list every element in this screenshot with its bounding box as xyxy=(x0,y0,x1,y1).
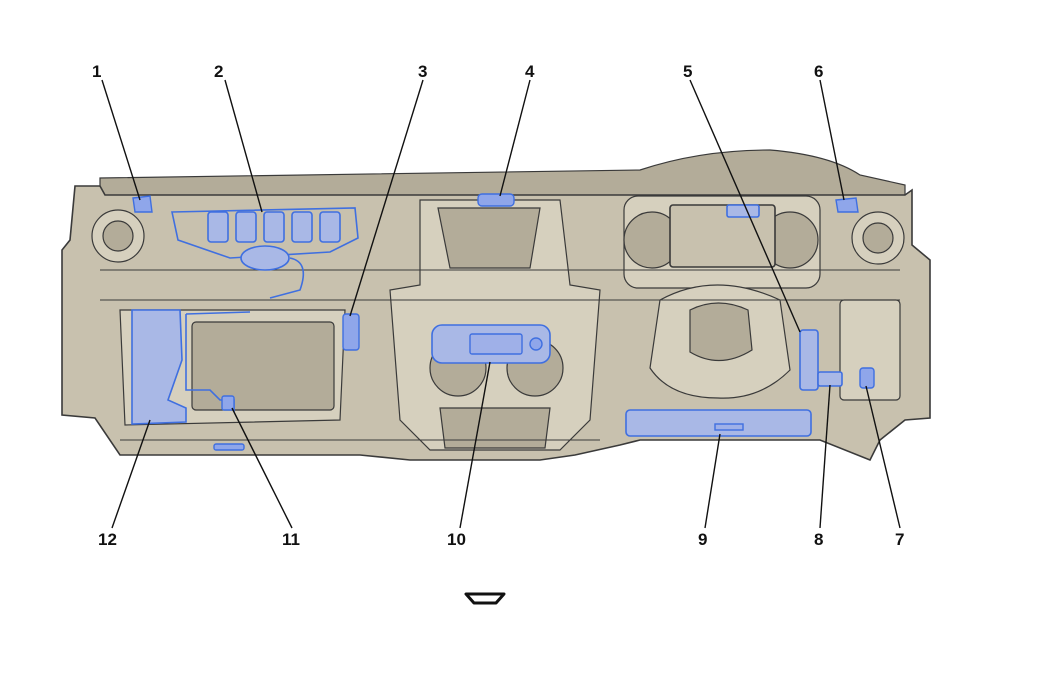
component-10-knob xyxy=(529,337,543,351)
component-7-switch xyxy=(859,367,875,389)
callout-2: 2 xyxy=(214,62,223,81)
leader-5 xyxy=(689,79,801,333)
leader-1 xyxy=(101,79,141,201)
callout-11: 11 xyxy=(282,530,300,549)
component-10-display xyxy=(469,333,523,355)
highlighted-components xyxy=(131,193,875,451)
callout-6: 6 xyxy=(814,62,823,81)
callout-labels: 1 2 3 4 5 6 7 8 9 10 11 12 xyxy=(92,62,904,549)
component-12-side-module xyxy=(131,309,187,425)
center-upper-binnacle xyxy=(437,207,541,269)
leader-7 xyxy=(865,385,901,529)
component-9-clip xyxy=(714,423,744,431)
callout-4: 4 xyxy=(525,62,535,81)
gauge-center-board xyxy=(669,204,776,268)
component-11-connector xyxy=(221,395,235,411)
dashboard-top-cowl xyxy=(99,149,906,199)
callout-8: 8 xyxy=(814,530,823,549)
leader-12 xyxy=(111,419,151,529)
component-1-left-bracket xyxy=(132,195,153,213)
console-lower xyxy=(439,407,551,449)
callout-3: 3 xyxy=(418,62,427,81)
leader-9 xyxy=(704,433,721,529)
component-3-connector xyxy=(342,313,360,351)
callout-5: 5 xyxy=(683,62,692,81)
right-speaker-center xyxy=(862,222,894,254)
component-4-sensor xyxy=(477,193,515,207)
callout-1: 1 xyxy=(92,62,101,81)
leader-10 xyxy=(459,361,491,529)
left-speaker-center xyxy=(102,220,134,252)
component-8-bracket xyxy=(817,371,843,387)
component-9-lower-strip xyxy=(625,409,812,437)
callout-12: 12 xyxy=(98,530,117,549)
callout-9: 9 xyxy=(698,530,707,549)
component-8-relay xyxy=(799,329,819,391)
glovebox-lid xyxy=(191,321,335,411)
chevron-down-arrow-icon xyxy=(464,592,506,605)
leader-4 xyxy=(499,79,531,197)
steering-column-shroud xyxy=(689,302,753,362)
leader-8 xyxy=(819,384,831,529)
component-2-harness xyxy=(171,207,359,299)
callout-10: 10 xyxy=(447,530,466,549)
component-11-tab xyxy=(213,443,245,451)
component-5-cluster-module xyxy=(726,204,760,218)
leader-6 xyxy=(819,79,845,201)
component-6-right-bracket xyxy=(835,197,859,213)
leader-3 xyxy=(349,79,424,317)
leader-11 xyxy=(231,407,293,529)
leader-lines xyxy=(101,79,901,529)
callout-7: 7 xyxy=(895,530,904,549)
leader-2 xyxy=(224,79,263,213)
